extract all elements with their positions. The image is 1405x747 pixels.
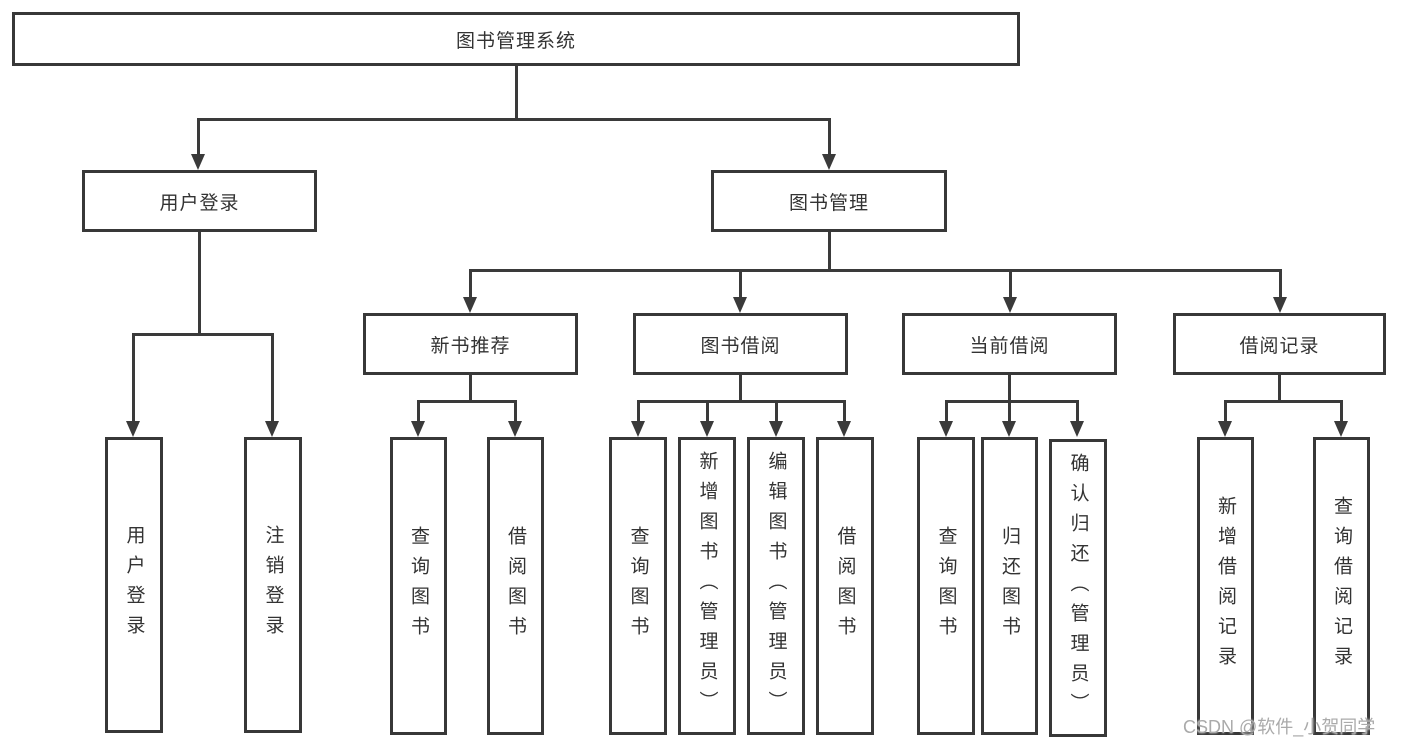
node-logout-login: 注销登录 bbox=[244, 437, 302, 733]
arrowhead-groupB-4 bbox=[837, 421, 851, 437]
arrowhead-groupC-1 bbox=[939, 421, 953, 437]
connector-groupB-stem bbox=[739, 375, 742, 403]
connector-groupC-stem bbox=[1008, 375, 1011, 403]
connector-groupC-drop2 bbox=[1008, 403, 1011, 425]
connector-groupA-rail bbox=[417, 400, 517, 403]
node-current-borrowing: 当前借阅 bbox=[902, 313, 1117, 375]
node-borrow-books-label: 借阅图书 bbox=[834, 526, 856, 646]
arrowhead-groupB-2 bbox=[700, 421, 714, 437]
arrowhead-book-borrow bbox=[733, 297, 747, 313]
arrowhead-new-book bbox=[463, 297, 477, 313]
connector-groupA-drop1 bbox=[417, 403, 420, 425]
node-query-books-borrowing: 查询图书 bbox=[609, 437, 667, 735]
connector-book-management-drop bbox=[828, 121, 831, 157]
connector-groupB-drop1 bbox=[637, 403, 640, 425]
node-query-books-recommend-label: 查询图书 bbox=[408, 526, 429, 646]
node-book-management: 图书管理 bbox=[711, 170, 947, 232]
arrowhead-groupC-2 bbox=[1002, 421, 1016, 437]
arrowhead-groupB-1 bbox=[631, 421, 645, 437]
node-confirm-return-admin: 确认归还（管理员） bbox=[1049, 439, 1107, 737]
node-query-books-current-label: 查询图书 bbox=[935, 526, 957, 646]
node-borrowing-records: 借阅记录 bbox=[1173, 313, 1386, 375]
node-add-books-admin-label: 新增图书（管理员） bbox=[696, 451, 718, 721]
node-book-borrowing-label: 图书借阅 bbox=[700, 335, 781, 357]
node-query-borrow-record: 查询借阅记录 bbox=[1313, 437, 1370, 735]
arrowhead-current-borrow bbox=[1003, 297, 1017, 313]
connector-level3-rail bbox=[469, 269, 1282, 272]
node-confirm-return-admin-label: 确认归还（管理员） bbox=[1067, 453, 1089, 723]
connector-groupB-drop3 bbox=[775, 403, 778, 425]
node-query-books-current: 查询图书 bbox=[917, 437, 975, 735]
arrowhead-login-leaf bbox=[126, 421, 140, 437]
arrowhead-groupA-2 bbox=[508, 421, 522, 437]
node-user-login-leaf-label: 用户登录 bbox=[123, 525, 145, 645]
arrowhead-groupD-2 bbox=[1334, 421, 1348, 437]
arrowhead-groupA-1 bbox=[411, 421, 425, 437]
connector-level2-rail bbox=[197, 118, 831, 121]
node-query-borrow-record-label: 查询借阅记录 bbox=[1331, 496, 1352, 676]
connector-user-login-rail bbox=[132, 333, 274, 336]
node-borrow-books-recommend-label: 借阅图书 bbox=[505, 526, 526, 646]
node-library-management-system-label: 图书管理系统 bbox=[455, 30, 576, 52]
node-current-borrowing-label: 当前借阅 bbox=[969, 335, 1050, 357]
connector-groupB-drop2 bbox=[706, 403, 709, 425]
arrowhead-groupD-1 bbox=[1218, 421, 1232, 437]
csdn-watermark: CSDN @软件_小贺同学 bbox=[1183, 717, 1376, 737]
connector-user-login-stem bbox=[198, 232, 201, 336]
connector-book-borrow-drop bbox=[739, 272, 742, 301]
node-new-book-recommendation-label: 新书推荐 bbox=[430, 335, 511, 357]
arrowhead-logout-leaf bbox=[265, 421, 279, 437]
arrowhead-groupC-3 bbox=[1070, 421, 1084, 437]
connector-groupB-drop4 bbox=[843, 403, 846, 425]
connector-groupC-rail bbox=[945, 400, 1079, 403]
node-logout-login-label: 注销登录 bbox=[262, 525, 284, 645]
connector-groupC-drop1 bbox=[945, 403, 948, 425]
node-return-books: 归还图书 bbox=[981, 437, 1038, 735]
connector-groupA-stem bbox=[469, 375, 472, 403]
node-user-login-label: 用户登录 bbox=[159, 192, 240, 214]
connector-groupD-drop1 bbox=[1224, 403, 1227, 425]
arrowhead-groupB-3 bbox=[769, 421, 783, 437]
connector-login-leaf-drop bbox=[132, 336, 135, 426]
node-query-books-recommend: 查询图书 bbox=[390, 437, 447, 735]
connector-groupD-stem bbox=[1278, 375, 1281, 403]
node-library-management-system: 图书管理系统 bbox=[12, 12, 1020, 66]
arrowhead-borrow-record bbox=[1273, 297, 1287, 313]
connector-new-book-drop bbox=[469, 272, 472, 301]
node-borrowing-records-label: 借阅记录 bbox=[1239, 335, 1320, 357]
connector-groupD-drop2 bbox=[1340, 403, 1343, 425]
node-add-borrow-record: 新增借阅记录 bbox=[1197, 437, 1254, 735]
node-borrow-books-recommend: 借阅图书 bbox=[487, 437, 544, 735]
connector-groupB-rail bbox=[637, 400, 846, 403]
connector-current-borrow-drop bbox=[1009, 272, 1012, 301]
node-book-borrowing: 图书借阅 bbox=[633, 313, 848, 375]
node-user-login: 用户登录 bbox=[82, 170, 317, 232]
connector-groupC-drop3 bbox=[1076, 403, 1079, 425]
connector-user-login-drop bbox=[197, 121, 200, 157]
connector-root-stem bbox=[515, 66, 518, 121]
connector-book-management-stem bbox=[828, 232, 831, 272]
node-borrow-books: 借阅图书 bbox=[816, 437, 874, 735]
node-edit-books-admin-label: 编辑图书（管理员） bbox=[765, 451, 787, 721]
arrowhead-book-management bbox=[822, 154, 836, 170]
arrowhead-user-login bbox=[191, 154, 205, 170]
node-edit-books-admin: 编辑图书（管理员） bbox=[747, 437, 805, 735]
node-user-login-leaf: 用户登录 bbox=[105, 437, 163, 733]
node-query-books-borrowing-label: 查询图书 bbox=[627, 526, 649, 646]
node-add-books-admin: 新增图书（管理员） bbox=[678, 437, 736, 735]
connector-groupD-rail bbox=[1224, 400, 1343, 403]
node-new-book-recommendation: 新书推荐 bbox=[363, 313, 578, 375]
connector-borrow-record-drop bbox=[1279, 272, 1282, 301]
node-book-management-label: 图书管理 bbox=[788, 192, 869, 214]
connector-groupA-drop2 bbox=[514, 403, 517, 425]
connector-logout-leaf-drop bbox=[271, 336, 274, 426]
node-add-borrow-record-label: 新增借阅记录 bbox=[1215, 496, 1236, 676]
node-return-books-label: 归还图书 bbox=[999, 526, 1020, 646]
